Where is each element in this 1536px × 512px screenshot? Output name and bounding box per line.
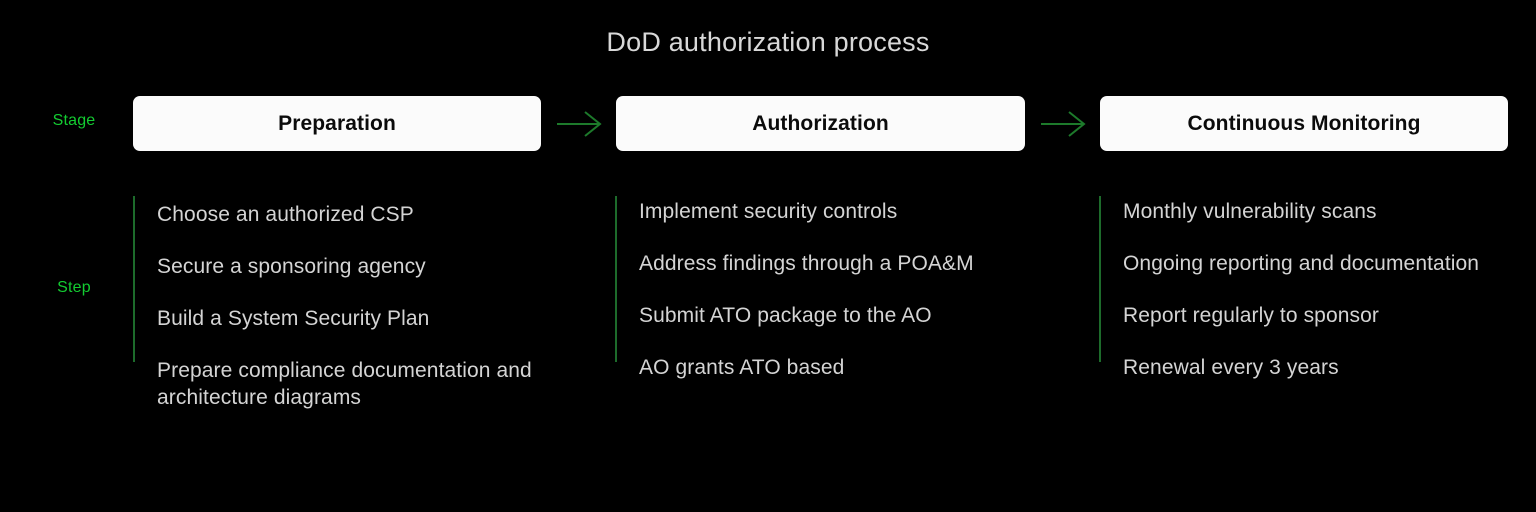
stage-box-authorization[interactable]: Authorization — [616, 96, 1025, 151]
step-item: Prepare compliance documentation and arc… — [157, 359, 532, 409]
step-item: Address findings through a POA&M — [639, 252, 974, 275]
column-divider-rule — [615, 196, 617, 362]
step-column-preparation: Choose an authorized CSP Secure a sponso… — [133, 192, 563, 436]
step-item: Choose an authorized CSP — [157, 203, 414, 226]
step-item: Secure a sponsoring agency — [157, 255, 426, 278]
step-list: Implement security controls Address find… — [615, 192, 1035, 381]
stage-box-label: Authorization — [752, 111, 889, 135]
step-item: AO grants ATO based — [639, 356, 845, 379]
stage-box-label: Preparation — [278, 111, 396, 135]
step-item: Renewal every 3 years — [1123, 356, 1339, 379]
column-divider-rule — [133, 196, 135, 362]
step-column-authorization: Implement security controls Address find… — [615, 192, 1035, 406]
stage-box-preparation[interactable]: Preparation — [133, 96, 541, 151]
step-item: Report regularly to sponsor — [1123, 304, 1379, 327]
step-list: Monthly vulnerability scans Ongoing repo… — [1099, 192, 1509, 381]
step-item: Monthly vulnerability scans — [1123, 200, 1377, 223]
step-item: Ongoing reporting and documentation — [1123, 252, 1480, 275]
arrow-right-icon — [1039, 108, 1087, 140]
step-item: Submit ATO package to the AO — [639, 304, 932, 327]
row-label-step: Step — [57, 279, 91, 296]
stage-box-continuous-monitoring[interactable]: Continuous Monitoring — [1100, 96, 1508, 151]
step-item: Build a System Security Plan — [157, 307, 430, 330]
stage-box-label: Continuous Monitoring — [1187, 111, 1421, 135]
column-divider-rule — [1099, 196, 1101, 362]
page-title: DoD authorization process — [606, 27, 930, 57]
row-label-stage: Stage — [52, 112, 96, 129]
step-list: Choose an authorized CSP Secure a sponso… — [133, 192, 563, 411]
arrow-right-icon — [555, 108, 603, 140]
step-column-continuous-monitoring: Monthly vulnerability scans Ongoing repo… — [1099, 192, 1509, 406]
step-item: Implement security controls — [639, 200, 898, 223]
